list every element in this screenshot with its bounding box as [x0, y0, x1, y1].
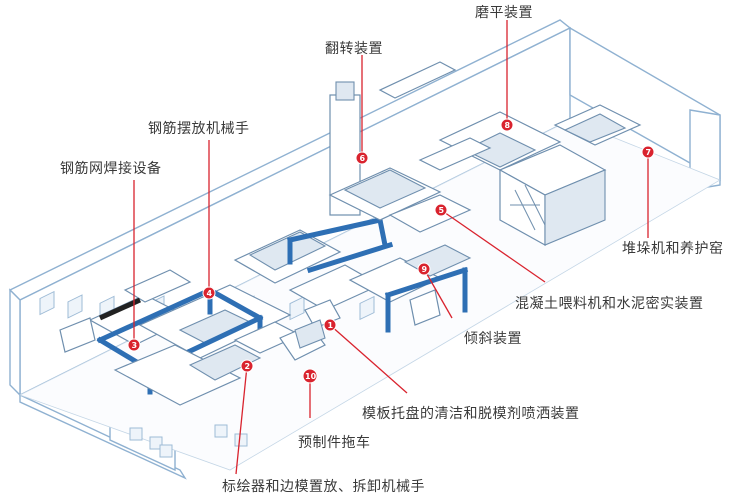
- marker-6: 6: [355, 151, 369, 165]
- front-wall-windows: [129, 424, 248, 458]
- marker-1: 1: [323, 318, 337, 332]
- welding-feeder: [59, 317, 96, 353]
- edge-mould-rack: [188, 344, 262, 381]
- flipping-support: [388, 194, 472, 233]
- grinding-table: [463, 132, 537, 168]
- label-grinding: 磨平装置: [475, 5, 533, 21]
- svg-text:5: 5: [439, 206, 445, 215]
- label-stacker-curing: 堆垛机和养护窑: [622, 241, 724, 257]
- label-plotter-edge-mould: 标绘器和边模置放、拆卸机械手: [222, 479, 425, 495]
- label-rebar-placing-robot: 钢筋摆放机械手: [148, 121, 250, 137]
- curing-kiln-front: [544, 169, 606, 246]
- svg-text:9: 9: [422, 265, 428, 274]
- flipping-bed: [343, 169, 427, 209]
- marker-8: 8: [500, 118, 514, 132]
- label-tilting: 倾斜装置: [464, 331, 522, 347]
- rebar-bundle: [98, 297, 142, 321]
- flipping-tower-top: [335, 81, 355, 101]
- trailer-cab: [294, 319, 326, 349]
- svg-text:4: 4: [207, 289, 213, 298]
- svg-text:3: 3: [132, 341, 138, 350]
- svg-text:7: 7: [646, 148, 652, 157]
- svg-text:8: 8: [505, 121, 511, 130]
- stacker-shelves: [563, 113, 627, 143]
- svg-text:1: 1: [328, 321, 334, 330]
- marker-7: 7: [641, 145, 655, 159]
- gantry-frame-1: [96, 286, 264, 374]
- grinding-side: [418, 137, 492, 171]
- svg-text:10: 10: [305, 372, 317, 381]
- marker-4: 4: [202, 286, 216, 300]
- tilting-unit: [409, 289, 441, 326]
- label-mould-cleaning: 模板托盘的清洁和脱模剂喷洒装置: [362, 406, 580, 422]
- marker-3: 3: [127, 338, 141, 352]
- svg-text:6: 6: [360, 154, 366, 163]
- flipping-rack: [378, 61, 457, 99]
- marker-5: 5: [434, 203, 448, 217]
- plotter-bed: [113, 344, 242, 406]
- gantry-frame-2: [287, 217, 394, 274]
- tilting-frame: [384, 266, 469, 333]
- label-concrete-feeding: 混凝土喂料机和水泥密实装置: [515, 296, 704, 312]
- svg-text:2: 2: [245, 362, 251, 371]
- stacker-frame: [510, 184, 546, 231]
- marker-10: 10: [302, 368, 318, 384]
- label-precast-trailer: 预制件拖车: [298, 435, 371, 451]
- label-rebar-mesh-welding: 钢筋网焊接设备: [60, 161, 162, 177]
- marker-9: 9: [417, 262, 431, 276]
- marker-2: 2: [240, 359, 254, 373]
- label-flipping: 翻转装置: [325, 41, 383, 57]
- welding-cabinet: [123, 269, 192, 303]
